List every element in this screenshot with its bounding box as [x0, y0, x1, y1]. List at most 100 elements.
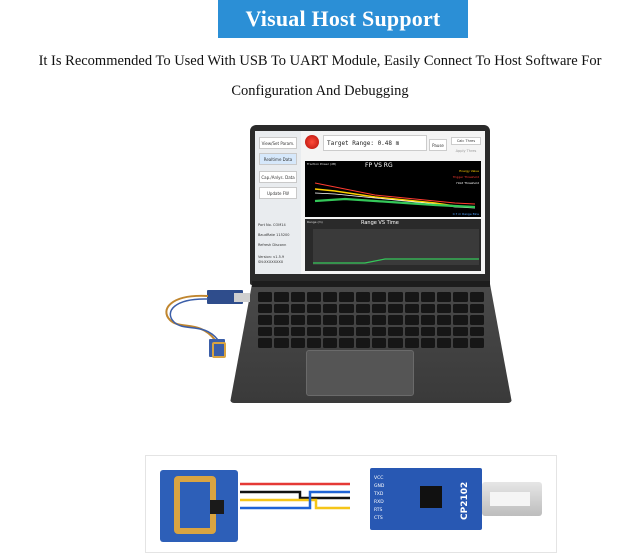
- keyboard-key: [306, 326, 322, 337]
- subtitle-line-2: Configuration And Debugging: [231, 83, 409, 99]
- keyboard-key: [290, 338, 305, 348]
- usb-connector: [234, 293, 250, 302]
- keyboard-key: [274, 303, 289, 314]
- chart-bottom-plot: [313, 229, 479, 265]
- keyboard-key: [469, 303, 484, 314]
- keyboard-key: [355, 338, 370, 348]
- keyboard-key: [437, 303, 452, 314]
- disconnect-button[interactable]: Disconn: [272, 243, 287, 247]
- pin-rxd: RXD: [374, 500, 384, 505]
- baudrate-label: BaudRate 115200: [258, 233, 290, 237]
- legend-trigger: Trigger Threshold: [452, 175, 479, 179]
- connection-controls: Refresh Disconn: [258, 243, 286, 247]
- keyboard-key: [339, 338, 354, 348]
- pin-rts: RTS: [374, 508, 383, 513]
- target-range-readout: Target Range: 0.48 m: [323, 135, 427, 151]
- keyboard-key: [453, 326, 468, 337]
- keyboard-key: [355, 303, 370, 314]
- app-sidebar: View/Set Param. Realtime Data Cap./Anlys…: [255, 131, 301, 274]
- radar-sensor-small: [209, 339, 226, 358]
- refresh-button[interactable]: Refresh: [258, 243, 272, 247]
- keyboard-key: [339, 292, 354, 302]
- keyboard-key: [469, 315, 484, 325]
- wires: [240, 482, 350, 510]
- keyboard-key: [437, 292, 452, 302]
- baudrate-value[interactable]: 115200: [276, 233, 290, 237]
- keyboard-key: [323, 326, 338, 337]
- module-cable: [165, 294, 219, 341]
- keyboard-key: [290, 326, 305, 337]
- keyboard-key: [371, 315, 387, 325]
- chart-top-plot: [314, 182, 476, 209]
- keyboard-key: [404, 292, 419, 302]
- cap-anlys-data-button[interactable]: Cap./Anlys. Data: [259, 171, 297, 183]
- keyboard-key: [274, 338, 289, 348]
- keyboard-key: [323, 338, 338, 348]
- keyboard-key: [388, 315, 403, 325]
- keyboard-key: [371, 326, 387, 337]
- subtitle-line-1: It Is Recommended To Used With USB To UA…: [38, 53, 602, 69]
- keyboard-key: [469, 338, 484, 348]
- chart-top-title: FP VS RG: [365, 162, 393, 169]
- keyboard-key: [453, 338, 468, 348]
- keyboard-key: [469, 326, 484, 337]
- calc-thres-button[interactable]: Calc Thres: [451, 137, 481, 145]
- chart-top-xlabel: 0.7 m Range Bins: [452, 212, 479, 216]
- keyboard-key: [258, 338, 273, 348]
- range-vs-time-chart: Range VS Time Range (m): [305, 219, 481, 271]
- keyboard-key: [469, 292, 484, 302]
- sensor-chip: [210, 500, 224, 514]
- apply-thres-button[interactable]: Apply Thres: [455, 149, 477, 153]
- keyboard-key: [453, 303, 468, 314]
- keyboard-key: [355, 315, 370, 325]
- keyboard-key: [258, 315, 273, 325]
- laptop-touchpad: [306, 350, 414, 396]
- keyboard-key: [404, 315, 419, 325]
- cp2102-label: CP2102: [460, 481, 470, 520]
- laptop-screen: View/Set Param. Realtime Data Cap./Anlys…: [255, 131, 485, 274]
- keyboard-key: [274, 326, 289, 337]
- cp2102-board: VCC GND TXD RXD RTS CTS: [370, 468, 482, 530]
- keyboard-key: [420, 292, 436, 302]
- keyboard-key: [306, 292, 322, 302]
- keyboard-key: [258, 292, 273, 302]
- radar-sensor-board: [160, 470, 238, 542]
- page-title: Visual Host Support: [218, 0, 468, 38]
- pin-cts: CTS: [374, 516, 383, 521]
- update-fw-button[interactable]: Update FW: [259, 187, 297, 199]
- keyboard-key: [290, 315, 305, 325]
- port-value[interactable]: COM14: [273, 223, 286, 227]
- keyboard-key: [258, 326, 273, 337]
- keyboard-key: [420, 326, 436, 337]
- keyboard-key: [306, 315, 322, 325]
- version-text: Version: v1.5.9: [258, 255, 285, 259]
- keyboard-key: [420, 303, 436, 314]
- keyboard-key: [323, 303, 338, 314]
- keyboard-key: [420, 315, 436, 325]
- pause-button[interactable]: Pause: [429, 139, 447, 151]
- keyboard-key: [437, 315, 452, 325]
- keyboard-key: [274, 292, 289, 302]
- keyboard-key: [355, 326, 370, 337]
- laptop-hinge: [252, 281, 490, 287]
- legend-hold: Hold Threshold: [456, 181, 479, 185]
- keyboard-key: [355, 292, 370, 302]
- legend-energy: Energy Value: [459, 169, 479, 173]
- cp2102-chip: [420, 486, 442, 508]
- keyboard-key: [388, 338, 403, 348]
- keyboard-key: [323, 292, 338, 302]
- chart-bottom-title: Range VS Time: [361, 220, 399, 226]
- serial-text: SN:XXXXXXXX: [258, 260, 284, 264]
- keyboard-key: [453, 315, 468, 325]
- keyboard-key: [420, 338, 436, 348]
- keyboard-key: [404, 338, 419, 348]
- realtime-data-button[interactable]: Realtime Data: [259, 153, 297, 165]
- keyboard-key: [388, 326, 403, 337]
- view-set-param-button[interactable]: View/Set Param.: [259, 137, 297, 149]
- pin-vcc: VCC: [374, 476, 384, 481]
- keyboard-key: [437, 338, 452, 348]
- keyboard-key: [306, 303, 322, 314]
- chart-top-ylabel: Fraction Power (dB): [307, 162, 337, 166]
- keyboard-key: [274, 315, 289, 325]
- keyboard-key: [339, 326, 354, 337]
